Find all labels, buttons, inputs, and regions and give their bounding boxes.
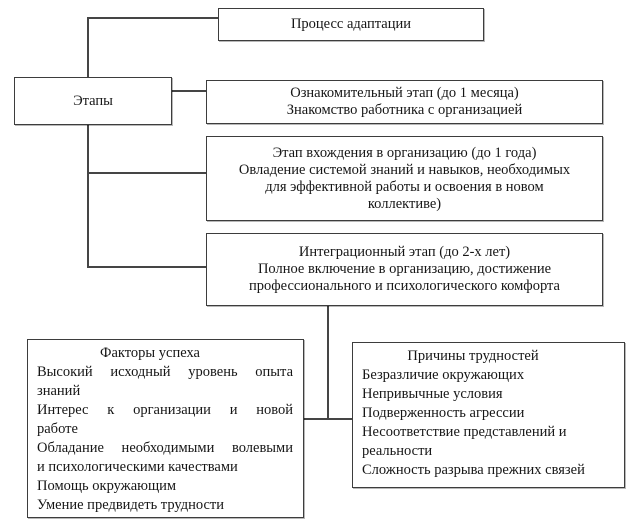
- root-box: Процесс адаптации: [218, 8, 484, 41]
- connector-branch-stage2: [87, 172, 206, 174]
- text-line: профессионального и психологического ком…: [249, 278, 560, 294]
- connector-root-horizontal: [87, 17, 218, 19]
- text-line: коллективе): [367, 195, 442, 212]
- stages-label-box: Этапы: [14, 77, 172, 125]
- text-line: Несоответствие представлений и: [362, 424, 567, 440]
- text-line: Знакомство работника с организацией: [286, 102, 523, 118]
- text-line: Подверженность агрессии: [362, 405, 525, 421]
- connector-stem-upper: [87, 17, 89, 78]
- stage-box-entering: Этап вхождения в организацию (до 1 года)…: [206, 136, 603, 221]
- text-line: знаний: [37, 383, 81, 399]
- text-line: Безразличие окружающих: [362, 367, 525, 383]
- text-line: Помощь окружающим: [37, 478, 177, 494]
- text-line: Полное включение в организацию, достижен…: [257, 261, 552, 277]
- text-line: Овладение системой знаний и навыков, нео…: [238, 161, 571, 178]
- stage-box-familiarization: Ознакомительный этап (до 1 месяца)Знаком…: [206, 80, 603, 124]
- success-factors-box: Факторы успеха Высокий исходный уровень …: [27, 339, 304, 518]
- text-line: Этап вхождения в организацию (до 1 года): [272, 144, 537, 161]
- success-factors-title: Факторы успеха: [100, 345, 200, 361]
- difficulty-causes-box: Причины трудностей Безразличие окружающи…: [352, 342, 625, 488]
- text-line: реальности: [362, 443, 433, 459]
- text-line: Умение предвидеть трудности: [37, 497, 224, 513]
- text-line: и психологическими качествами: [37, 459, 238, 475]
- text-line: Интерес к организации и новой: [37, 402, 293, 418]
- connector-branch-stage1: [172, 90, 206, 92]
- connector-bottom-stem: [327, 305, 329, 419]
- stages-label: Этапы: [73, 92, 113, 109]
- text-line: работе: [37, 421, 78, 437]
- connector-stem-lower: [87, 124, 89, 268]
- text-line: Интеграционный этап (до 2-х лет): [298, 244, 511, 260]
- text-line: Сложность разрыва прежних связей: [362, 462, 585, 478]
- text-line: Непривычные условия: [362, 386, 503, 402]
- text-line: Высокий исходный уровень опыта: [37, 364, 293, 380]
- stage-box-integration: Интеграционный этап (до 2-х лет)Полное в…: [206, 233, 603, 306]
- text-line: для эффективной работы и освоения в ново…: [265, 178, 544, 195]
- root-label: Процесс адаптации: [290, 16, 412, 32]
- text-line: Ознакомительный этап (до 1 месяца): [290, 85, 519, 101]
- connector-bottom-horizontal: [303, 418, 353, 420]
- difficulty-causes-title: Причины трудностей: [407, 348, 539, 364]
- connector-branch-stage3: [87, 266, 206, 268]
- text-line: Обладание необходимыми волевыми: [37, 440, 293, 456]
